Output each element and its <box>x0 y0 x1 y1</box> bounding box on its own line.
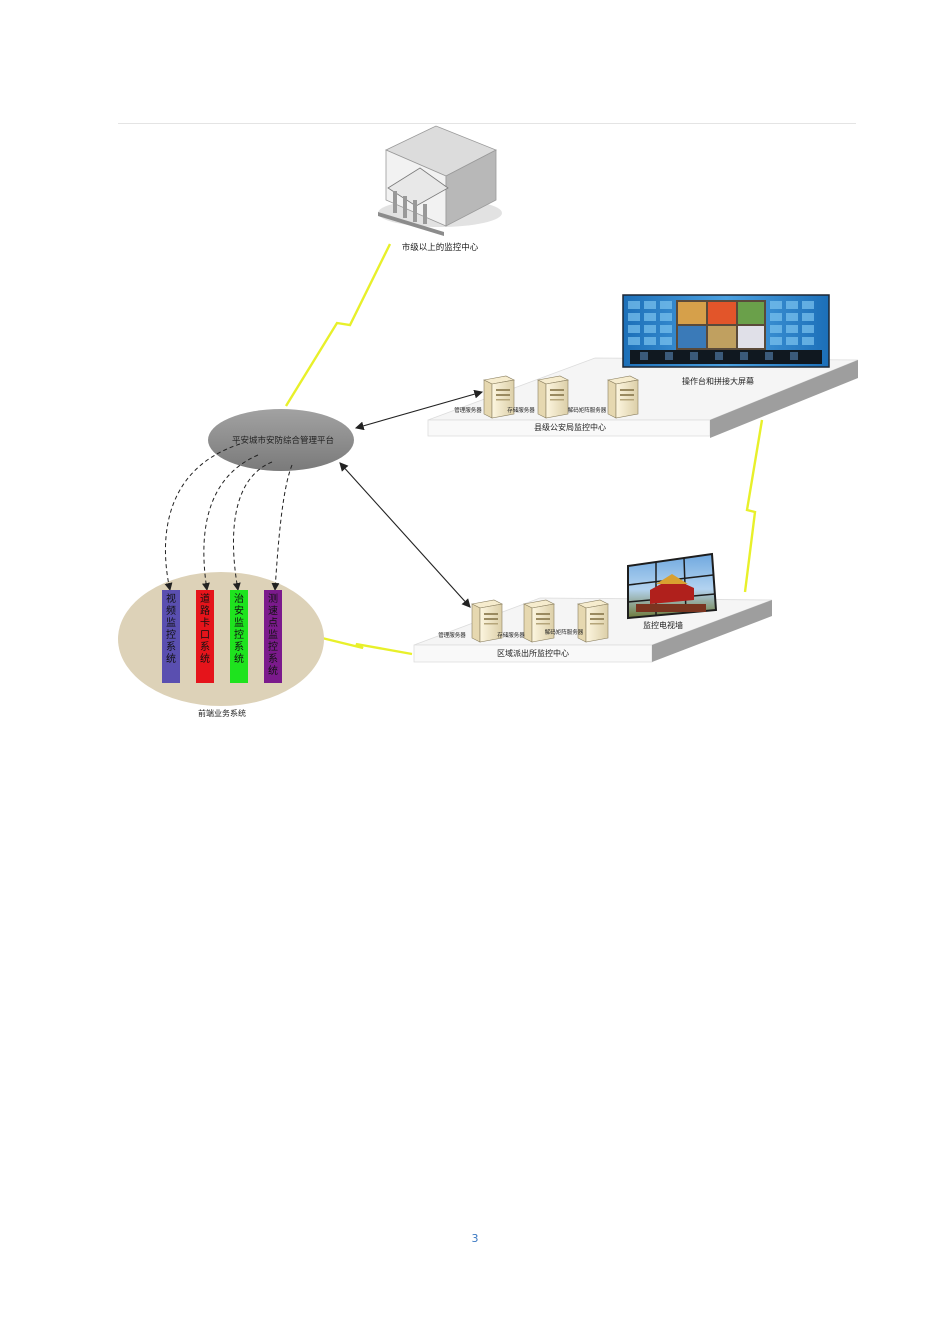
county-server-icons <box>483 375 639 419</box>
county-server-label: 存储服务器 <box>507 406 535 414</box>
system-bar-label: 治安监控系统 <box>234 592 244 665</box>
system-bar-label: 道路卡口系统 <box>200 592 210 665</box>
dashed-connectors <box>164 443 293 591</box>
system-bar-label: 测速点监控系统 <box>268 592 278 677</box>
county-server-label: 管理服务器 <box>454 406 482 414</box>
page-top-rule <box>118 123 856 124</box>
platform-ellipse <box>208 409 354 471</box>
tv-wall-icon <box>627 552 718 620</box>
county-center-label: 县级公安局监控中心 <box>534 422 606 432</box>
county-screen-label: 操作台和拼接大屏幕 <box>682 376 754 386</box>
system-bars: 视频监控系统 道路卡口系统 治安监控系统 测速点监控系统 <box>162 590 282 683</box>
system-bar <box>230 590 248 683</box>
district-server-icons <box>471 599 609 643</box>
frontend-label: 前端业务系统 <box>198 708 246 718</box>
district-server-label: 存储服务器 <box>497 631 525 639</box>
system-bar-label: 视频监控系统 <box>166 592 176 665</box>
district-center-label: 区域派出所监控中心 <box>497 648 569 658</box>
page-number: 3 <box>471 1232 479 1245</box>
frontend-ellipse <box>118 572 324 706</box>
district-server-label: 解码矩阵服务器 <box>545 628 584 636</box>
platform-label: 平安城市安防综合管理平台 <box>232 435 334 446</box>
system-bar <box>162 590 180 683</box>
system-bar <box>264 590 282 683</box>
wireless-link-right <box>743 419 764 593</box>
county-floor <box>427 357 859 438</box>
building-icon <box>378 125 502 236</box>
district-screen-label: 监控电视墙 <box>643 620 683 630</box>
system-bar <box>196 590 214 683</box>
wireless-link-bottom <box>321 636 413 656</box>
wireless-link-top <box>284 243 392 407</box>
video-wall-icon <box>622 294 830 368</box>
link-platform-district <box>339 462 471 608</box>
county-server-label: 解码矩阵服务器 <box>568 406 607 414</box>
link-platform-county <box>354 389 484 431</box>
top-center-label: 市级以上的监控中心 <box>402 242 479 253</box>
district-server-label: 管理服务器 <box>438 631 466 639</box>
